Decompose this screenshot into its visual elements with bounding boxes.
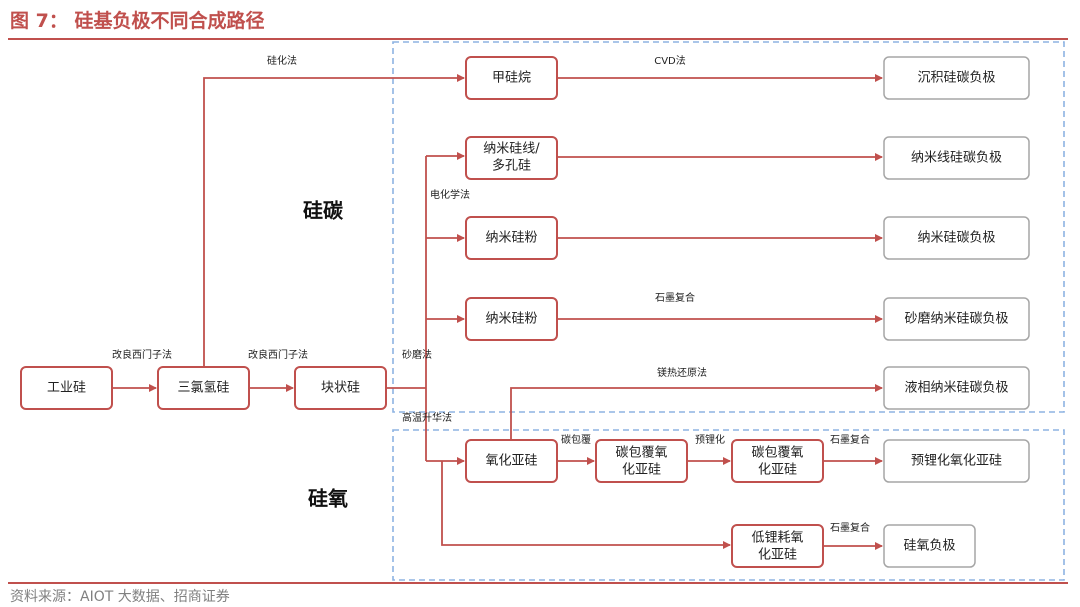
node-industrial-silicon: 工业硅 — [20, 366, 113, 410]
edge-trichlorosilane-to-silane — [203, 74, 465, 366]
edge-label-cvd: CVD法 — [654, 54, 686, 67]
node-label: 沉积硅碳负极 — [917, 71, 995, 86]
node-nanowire-porous-silicon: 纳米硅线/ 多孔硅 — [465, 136, 558, 180]
node-prelithiated-siox: 预锂化氧化亚硅 — [883, 439, 1030, 483]
node-label-line1: 碳包覆氧 — [615, 446, 667, 461]
node-silane: 甲硅烷 — [465, 56, 558, 100]
node-label-line1: 碳包覆氧 — [751, 446, 803, 461]
edge-label-silicification: 硅化法 — [267, 54, 297, 67]
node-label-line2: 化亚硅 — [758, 548, 797, 563]
node-label: 液相纳米硅碳负极 — [904, 381, 1008, 396]
silicon-oxygen-label: 硅氧 — [308, 487, 348, 511]
node-nanowire-si-c-anode: 纳米线硅碳负极 — [883, 136, 1030, 180]
footer-divider — [8, 582, 1068, 584]
node-trichlorosilane: 三氯氢硅 — [157, 366, 250, 410]
node-label: 预锂化氧化亚硅 — [911, 454, 1002, 469]
node-label-line2: 化亚硅 — [622, 463, 661, 478]
edge-label-graphite-composite-2: 石墨复合 — [830, 433, 870, 446]
title-divider — [8, 38, 1068, 40]
edge-label-prelithiation: 预锂化 — [695, 433, 725, 446]
node-label: 纳米硅粉 — [485, 312, 537, 327]
node-carbon-coated-siox: 碳包覆氧 化亚硅 — [595, 439, 688, 483]
node-silicon-monoxide: 氧化亚硅 — [465, 439, 558, 483]
node-nano-silicon-powder-2: 纳米硅粉 — [465, 297, 558, 341]
node-label: 甲硅烷 — [492, 71, 531, 86]
node-label-line1: 低锂耗氧 — [751, 531, 803, 546]
node-label-line1: 纳米硅线/ — [483, 142, 540, 157]
edge-label-modified-siemens-2: 改良西门子法 — [248, 348, 308, 361]
node-bulk-silicon: 块状硅 — [294, 366, 387, 410]
node-label: 纳米线硅碳负极 — [911, 151, 1002, 166]
node-label: 工业硅 — [47, 381, 86, 396]
node-label-line2: 化亚硅 — [758, 463, 797, 478]
page-title: 图 7： 硅基负极不同合成路径 — [10, 10, 265, 32]
node-label: 纳米硅碳负极 — [917, 231, 995, 246]
edge-siox-to-liquid-anode — [510, 384, 883, 440]
node-nano-si-c-anode: 纳米硅碳负极 — [883, 216, 1030, 260]
node-low-li-consumption-siox: 低锂耗氧 化亚硅 — [731, 524, 824, 568]
node-label: 硅氧负极 — [903, 539, 955, 554]
edges — [112, 74, 883, 550]
silicon-oxygen-region — [392, 429, 1065, 581]
edge-label-carbon-coat: 碳包覆 — [561, 433, 591, 446]
node-liquid-phase-nano-si-c-anode: 液相纳米硅碳负极 — [883, 366, 1030, 410]
node-label: 纳米硅粉 — [485, 231, 537, 246]
node-label: 三氯氢硅 — [177, 381, 229, 396]
edge-label-sublimation: 高温升华法 — [402, 411, 452, 424]
node-sand-ground-nano-si-c-anode: 砂磨纳米硅碳负极 — [883, 297, 1030, 341]
silicon-carbon-label: 硅碳 — [303, 199, 344, 223]
edge-to-low-li — [441, 461, 731, 549]
source-note: 资料来源：AIOT 大数据、招商证券 — [10, 589, 230, 605]
node-si-o-anode: 硅氧负极 — [883, 524, 976, 568]
node-label: 氧化亚硅 — [485, 454, 537, 469]
silicon-carbon-region — [392, 41, 1065, 413]
node-carbon-coated-siox-2: 碳包覆氧 化亚硅 — [731, 439, 824, 483]
node-label: 块状硅 — [321, 381, 360, 396]
edge-label-sand-grind: 砂磨法 — [402, 348, 432, 361]
edge-label-graphite-composite-1: 石墨复合 — [655, 291, 695, 304]
node-deposited-si-c-anode: 沉积硅碳负极 — [883, 56, 1030, 100]
node-nano-silicon-powder-1: 纳米硅粉 — [465, 216, 558, 260]
edge-label-mg-thermal: 镁热还原法 — [657, 366, 707, 379]
node-label-line2: 多孔硅 — [492, 158, 531, 174]
node-label: 砂磨纳米硅碳负极 — [904, 312, 1008, 327]
edge-label-modified-siemens-1: 改良西门子法 — [112, 348, 172, 361]
edge-label-electrochem: 电化学法 — [430, 188, 470, 201]
edge-label-graphite-composite-3: 石墨复合 — [830, 521, 870, 534]
